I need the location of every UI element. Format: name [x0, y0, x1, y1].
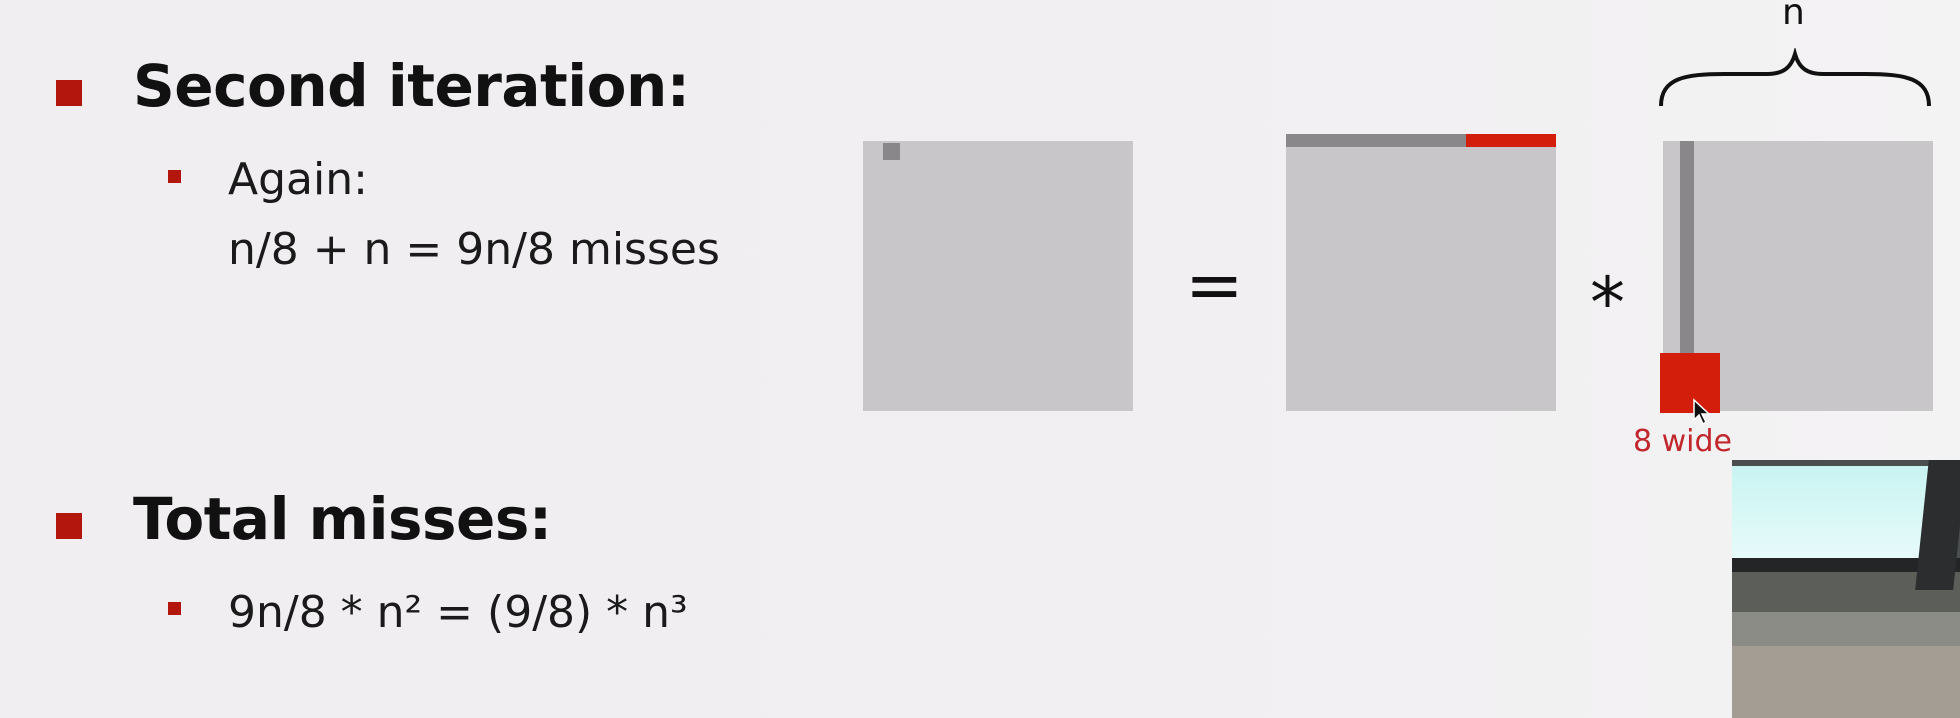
matrix-a-row-gray: [1286, 134, 1466, 147]
misses-formula: n/8 + n = 9n/8 misses: [228, 224, 720, 275]
matrix-a-row-red: [1466, 134, 1556, 147]
bullet-square-icon: [56, 513, 82, 539]
cursor-icon: [1693, 398, 1711, 426]
matrix-a: [1286, 134, 1556, 411]
multiply-sign: *: [1590, 262, 1625, 344]
matrix-b: [1660, 141, 1933, 413]
heading-total-misses: Total misses:: [133, 485, 552, 553]
block-width-label: 8 wide: [1633, 424, 1732, 459]
brace-label: n: [1782, 0, 1805, 33]
matrix-c: [863, 141, 1133, 411]
matrix-c-element: [883, 143, 900, 160]
total-misses-formula: 9n/8 * n² = (9/8) * n³: [228, 587, 688, 638]
webcam-overlay: [1732, 460, 1960, 718]
sub-bullet-square-icon: [168, 170, 181, 183]
again-label: Again:: [228, 154, 368, 205]
matrix-b-block-red: [1660, 353, 1720, 413]
bullet-square-icon: [56, 80, 82, 106]
equals-sign: =: [1185, 244, 1244, 326]
brace-icon: [1659, 48, 1931, 107]
heading-second-iteration: Second iteration:: [133, 52, 690, 120]
sub-bullet-square-icon: [168, 602, 181, 615]
matrix-b-column-access: [1680, 141, 1694, 353]
